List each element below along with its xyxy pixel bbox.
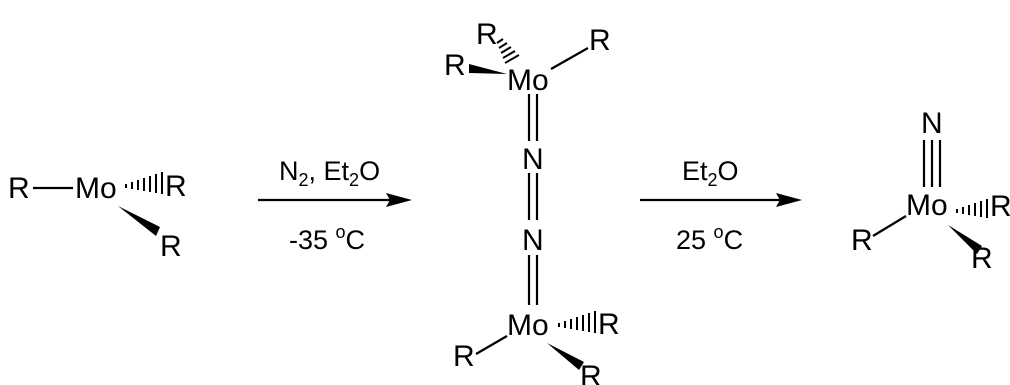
intermediate-top-ligand-wedged: R	[444, 49, 466, 82]
intermediate-bottom-ligand-left: R	[453, 340, 475, 373]
intermediate-bottom-ligand-wedged: R	[580, 360, 602, 385]
intermediate-double-bond-n-mo	[527, 255, 539, 305]
step2-temperature: 25 oC	[676, 222, 743, 255]
product-hashed-bond	[956, 199, 988, 218]
step2-solvent: Et2O	[682, 156, 739, 190]
intermediate-bottom-hashed-bond	[558, 311, 596, 333]
product-ligand-left: R	[851, 224, 873, 257]
product-ligand-wedged: R	[971, 242, 993, 275]
reactant-wedge-bond	[118, 206, 160, 236]
product-single-bond	[872, 215, 907, 237]
intermediate: Mo R R R N N Mo R	[444, 18, 620, 385]
product-ligand-hashed: R	[990, 190, 1010, 223]
intermediate-top-ligand-right: R	[589, 24, 611, 57]
intermediate-top-single-bond	[550, 47, 589, 70]
intermediate-bottom-wedge-bond	[547, 343, 584, 370]
product-nitrogen: N	[921, 107, 943, 140]
intermediate-top-wedge-bond	[469, 64, 507, 74]
intermediate-top-metal: Mo	[507, 64, 549, 97]
intermediate-bottom-metal: Mo	[507, 309, 549, 342]
intermediate-top-hashed-bond	[496, 38, 520, 64]
intermediate-double-bond-mo-n	[527, 94, 539, 141]
intermediate-bottom-single-bond	[475, 335, 508, 355]
reaction-arrow-1: N2, Et2O -35 oC	[258, 156, 412, 255]
intermediate-nitrogen-2: N	[522, 224, 544, 257]
step1-reagents: N2, Et2O	[279, 156, 380, 190]
reactant: R Mo R R	[8, 170, 187, 263]
reaction-arrow-2: Et2O 25 oC	[640, 156, 802, 255]
reactant-ligand-left: R	[8, 172, 30, 205]
intermediate-bottom-ligand-hashed: R	[598, 308, 620, 341]
reactant-ligand-wedged: R	[160, 230, 182, 263]
step1-temperature: -35 oC	[289, 222, 365, 255]
reactant-hashed-bond	[125, 172, 163, 194]
intermediate-top-ligand-hashed: R	[476, 18, 498, 51]
product-triple-bond	[922, 140, 942, 187]
product-metal: Mo	[906, 189, 948, 222]
intermediate-double-bond-n-n	[527, 173, 539, 220]
product: N Mo R R R	[851, 107, 1010, 275]
reactant-metal: Mo	[75, 172, 117, 205]
product-wedge-bond	[948, 225, 982, 254]
arrow-2-head	[776, 193, 802, 207]
arrow-1-head	[386, 193, 412, 207]
intermediate-nitrogen-1: N	[522, 143, 544, 176]
reactant-ligand-hashed: R	[165, 170, 187, 203]
